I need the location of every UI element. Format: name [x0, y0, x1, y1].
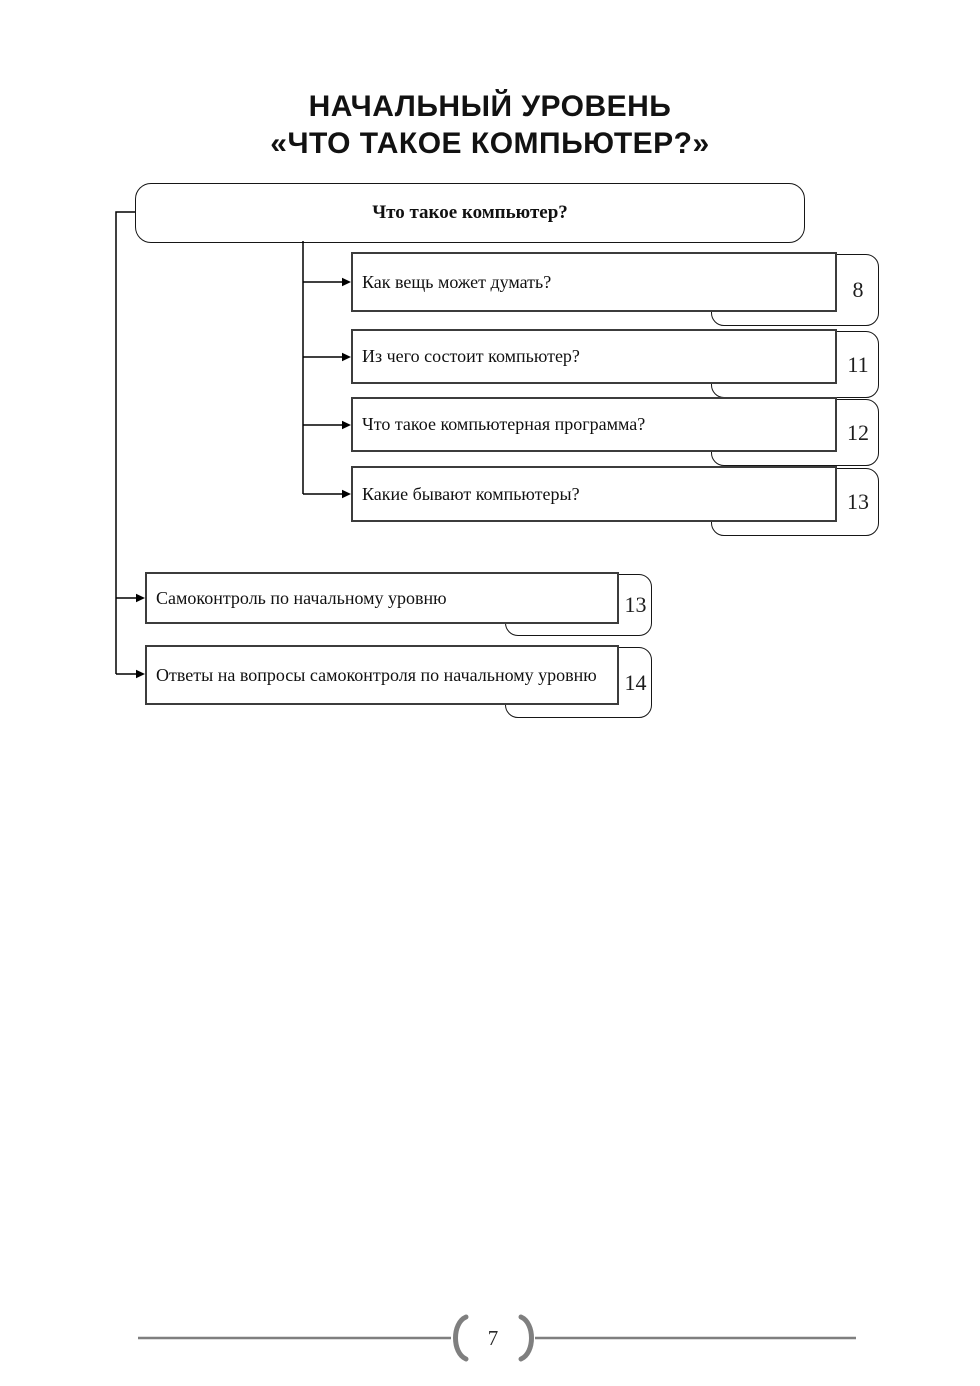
page-number: 13: [847, 489, 869, 514]
topic-box: Самоконтроль по начальному уровню: [145, 572, 619, 624]
topic-box: Как вещь может думать?: [351, 252, 837, 312]
footer-right-bracket: [518, 1314, 534, 1362]
page-number: 8: [852, 277, 864, 302]
root-topic-box: Что такое компьютер?: [135, 183, 805, 243]
topic-label: Ответы на вопросы самоконтроля по началь…: [156, 664, 597, 685]
footer-page-number: 7: [487, 1325, 499, 1350]
footer-left-bracket: [453, 1314, 469, 1362]
topic-label: Какие бывают компьютеры?: [362, 483, 580, 504]
page-number: 13: [624, 592, 647, 617]
topic-box: Ответы на вопросы самоконтроля по началь…: [145, 645, 619, 705]
topic-label: Самоконтроль по начальному уровню: [156, 587, 447, 608]
page-number: 11: [847, 351, 869, 377]
topic-box: Что такое компьютерная программа?: [351, 397, 837, 452]
topic-label: Из чего состоит компьютер?: [362, 346, 580, 367]
topic-box: Из чего состоит компьютер?: [351, 329, 837, 384]
page-title-line2: «ЧТО ТАКОЕ КОМПЬЮТЕР?»: [270, 127, 710, 160]
page-number: 12: [847, 419, 869, 445]
page-title-line1: НАЧАЛЬНЫЙ УРОВЕНЬ: [308, 90, 672, 123]
topic-label: Как вещь может думать?: [362, 271, 552, 292]
root-topic-label: Что такое компьютер?: [372, 202, 568, 223]
page-title: НАЧАЛЬНЫЙ УРОВЕНЬ «ЧТО ТАКОЕ КОМПЬЮТЕР?»: [0, 88, 980, 162]
topic-label: Что такое компьютерная программа?: [362, 414, 646, 435]
topic-box: Какие бывают компьютеры?: [351, 466, 837, 522]
page-number: 14: [624, 669, 647, 695]
